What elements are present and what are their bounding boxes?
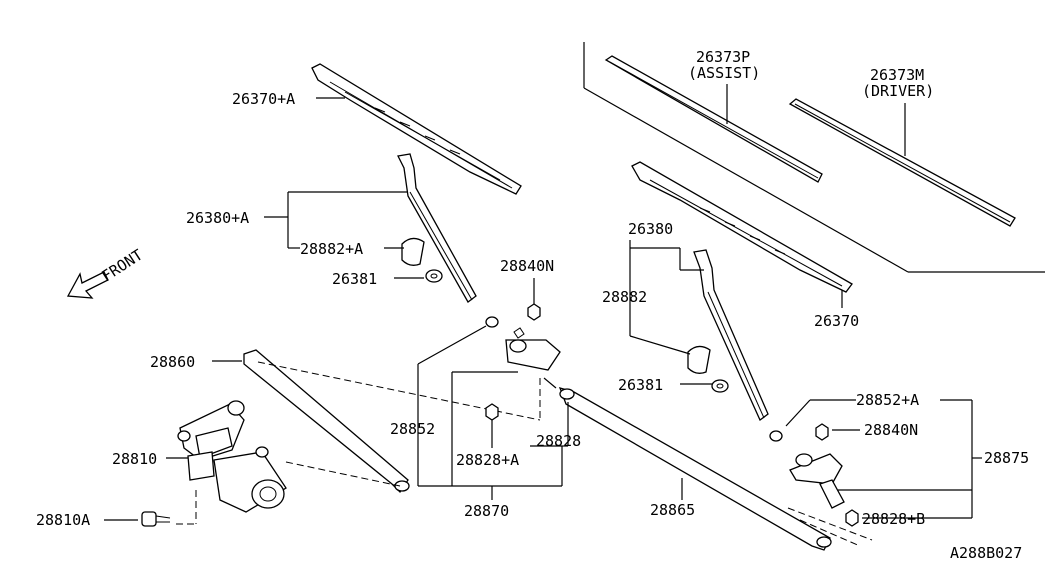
drive-link-short[interactable] (243, 349, 410, 494)
label-bolt-motor: 28810A (36, 511, 90, 529)
nut-right-pivot[interactable] (815, 423, 829, 441)
pivot-left-assy[interactable] (485, 316, 561, 371)
label-blade-driver-part: 26373M (870, 66, 924, 84)
drive-link-long[interactable] (558, 387, 832, 551)
label-bushing-right-b: 28828+B (862, 510, 925, 528)
bushing-center-a[interactable] (485, 403, 499, 421)
label-nut-center-top: 28840N (500, 257, 554, 275)
label-link-short: 28860 (150, 353, 195, 371)
label-nut-right: 26381 (618, 376, 663, 394)
wiper-motor[interactable] (177, 400, 287, 513)
label-blade-assist-part: 26373P (696, 48, 750, 66)
pivot-right-assy[interactable] (769, 430, 845, 509)
pivot-cap-left[interactable] (401, 237, 425, 266)
nut-right[interactable] (711, 379, 729, 393)
wiper-arm-left[interactable] (397, 153, 477, 303)
bushing-right-b[interactable] (845, 509, 859, 527)
label-blade-driver-note: (DRIVER) (862, 82, 934, 100)
label-blade-left: 26370+A (232, 90, 295, 108)
label-cap-left: 28882+A (300, 240, 363, 258)
label-nut-right-pivot: 28840N (864, 421, 918, 439)
label-linkage-assy: 28870 (464, 502, 509, 520)
label-arm-right: 26380 (628, 220, 673, 238)
motor-bolt[interactable] (141, 511, 171, 527)
label-pivot-right: 28852+A (856, 391, 919, 409)
label-link-long: 28865 (650, 501, 695, 519)
label-pivot-left: 28852 (390, 420, 435, 438)
wiper-blade-right[interactable] (631, 161, 853, 293)
pivot-cap-right[interactable] (687, 345, 711, 374)
front-arrow-icon (66, 271, 109, 299)
diagram-id: A288B027 (950, 544, 1022, 562)
inset-frame (583, 42, 1045, 273)
label-arm-left: 26380+A (186, 209, 249, 227)
label-blade-right: 26370 (814, 312, 859, 330)
label-front: FRONT (98, 246, 146, 286)
label-nut-left: 26381 (332, 270, 377, 288)
label-motor: 28810 (112, 450, 157, 468)
label-cap-right: 28882 (602, 288, 647, 306)
label-bushing-center: 28828 (536, 432, 581, 450)
wiper-blade-left[interactable] (311, 63, 522, 195)
label-bushing-center-a: 28828+A (456, 451, 519, 469)
refill-blade-driver[interactable] (788, 98, 1016, 227)
wiper-arm-right[interactable] (693, 249, 769, 422)
refill-blade-assist[interactable] (604, 55, 823, 183)
label-linkage-right: 28875 (984, 449, 1029, 467)
nut-center-top[interactable] (527, 303, 541, 321)
nut-left[interactable] (425, 269, 443, 283)
label-blade-assist-note: (ASSIST) (688, 64, 760, 82)
